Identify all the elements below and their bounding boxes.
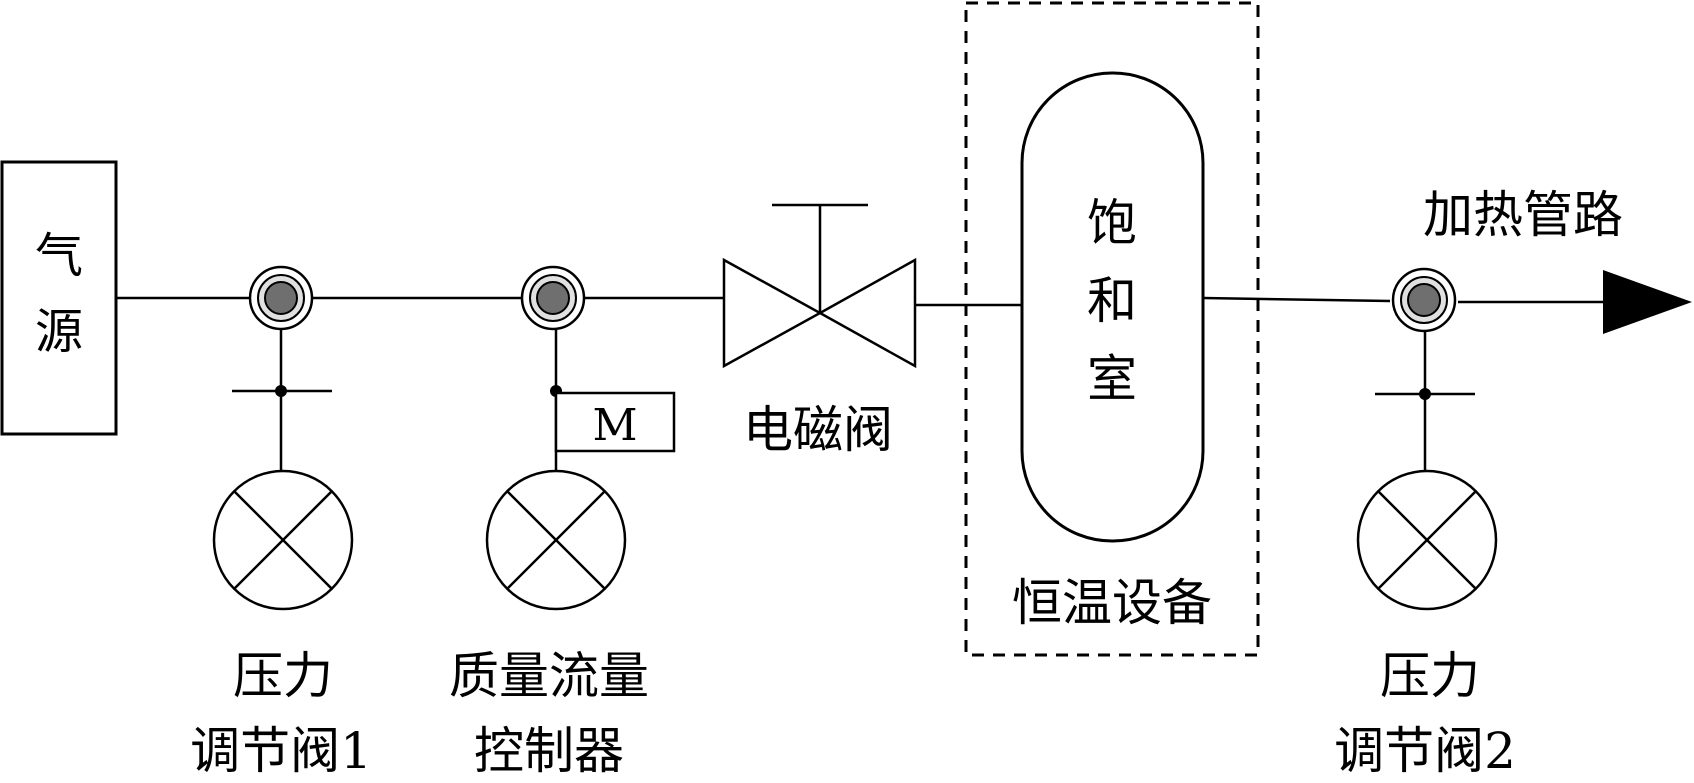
motor-label: M: [592, 400, 637, 451]
thermostat-equipment: 饱 和 室 恒温设备: [964, 1, 1260, 657]
gas-source-label-2: 源: [35, 304, 83, 360]
gauge-2-core: [536, 281, 570, 315]
pressure-valve-2-label-1: 压力: [1380, 647, 1480, 705]
valve-2-indicator-cross-b: [1377, 490, 1477, 590]
pressure-valve-1: 压力 调节阀1: [190, 265, 372, 780]
valve-2-junction-dot: [1419, 388, 1431, 400]
gauge-3-core: [1407, 283, 1441, 317]
gauge-1-core: [264, 281, 298, 315]
solenoid-valve-label: 电磁阀: [743, 401, 893, 459]
solenoid-valve: 电磁阀: [722, 203, 917, 459]
gas-source-box: [0, 160, 118, 436]
saturation-chamber-label-3: 室: [1087, 350, 1137, 408]
thermostat-label: 恒温设备: [1012, 574, 1212, 632]
outlet-arrow-icon: [1603, 270, 1692, 334]
main-pipeline: [116, 296, 1610, 307]
pressure-valve-1-label-1: 压力: [233, 647, 333, 705]
solenoid-valve-right-icon: [817, 257, 917, 369]
pressure-valve-2-label-2: 调节阀2: [1334, 722, 1516, 780]
saturation-chamber-label-2: 和: [1087, 272, 1137, 330]
thermostat-boundary: [964, 1, 1260, 657]
mass-flow-controller: M 质量流量 控制器: [449, 265, 676, 780]
mfc-label-1: 质量流量: [449, 647, 649, 705]
gas-source: 气 源: [0, 160, 118, 436]
motor-box: [554, 391, 676, 453]
valve-1-indicator-cross-b: [233, 490, 333, 590]
gas-source-label-1: 气: [35, 228, 83, 284]
mfc-label-2: 控制器: [474, 722, 624, 780]
pressure-valve-2: 压力 调节阀2: [1334, 267, 1516, 780]
pressure-valve-1-label-2: 调节阀1: [190, 722, 372, 780]
pipe-chamber-to-gauge3: [1202, 296, 1391, 303]
mfc-indicator-cross-b: [506, 490, 606, 590]
saturation-chamber-label-1: 饱: [1087, 194, 1137, 252]
heating-pipe-label: 加热管路: [1423, 186, 1623, 244]
solenoid-valve-left-icon: [722, 257, 823, 369]
saturation-chamber: [1020, 71, 1205, 543]
valve-1-junction-dot: [275, 385, 287, 397]
